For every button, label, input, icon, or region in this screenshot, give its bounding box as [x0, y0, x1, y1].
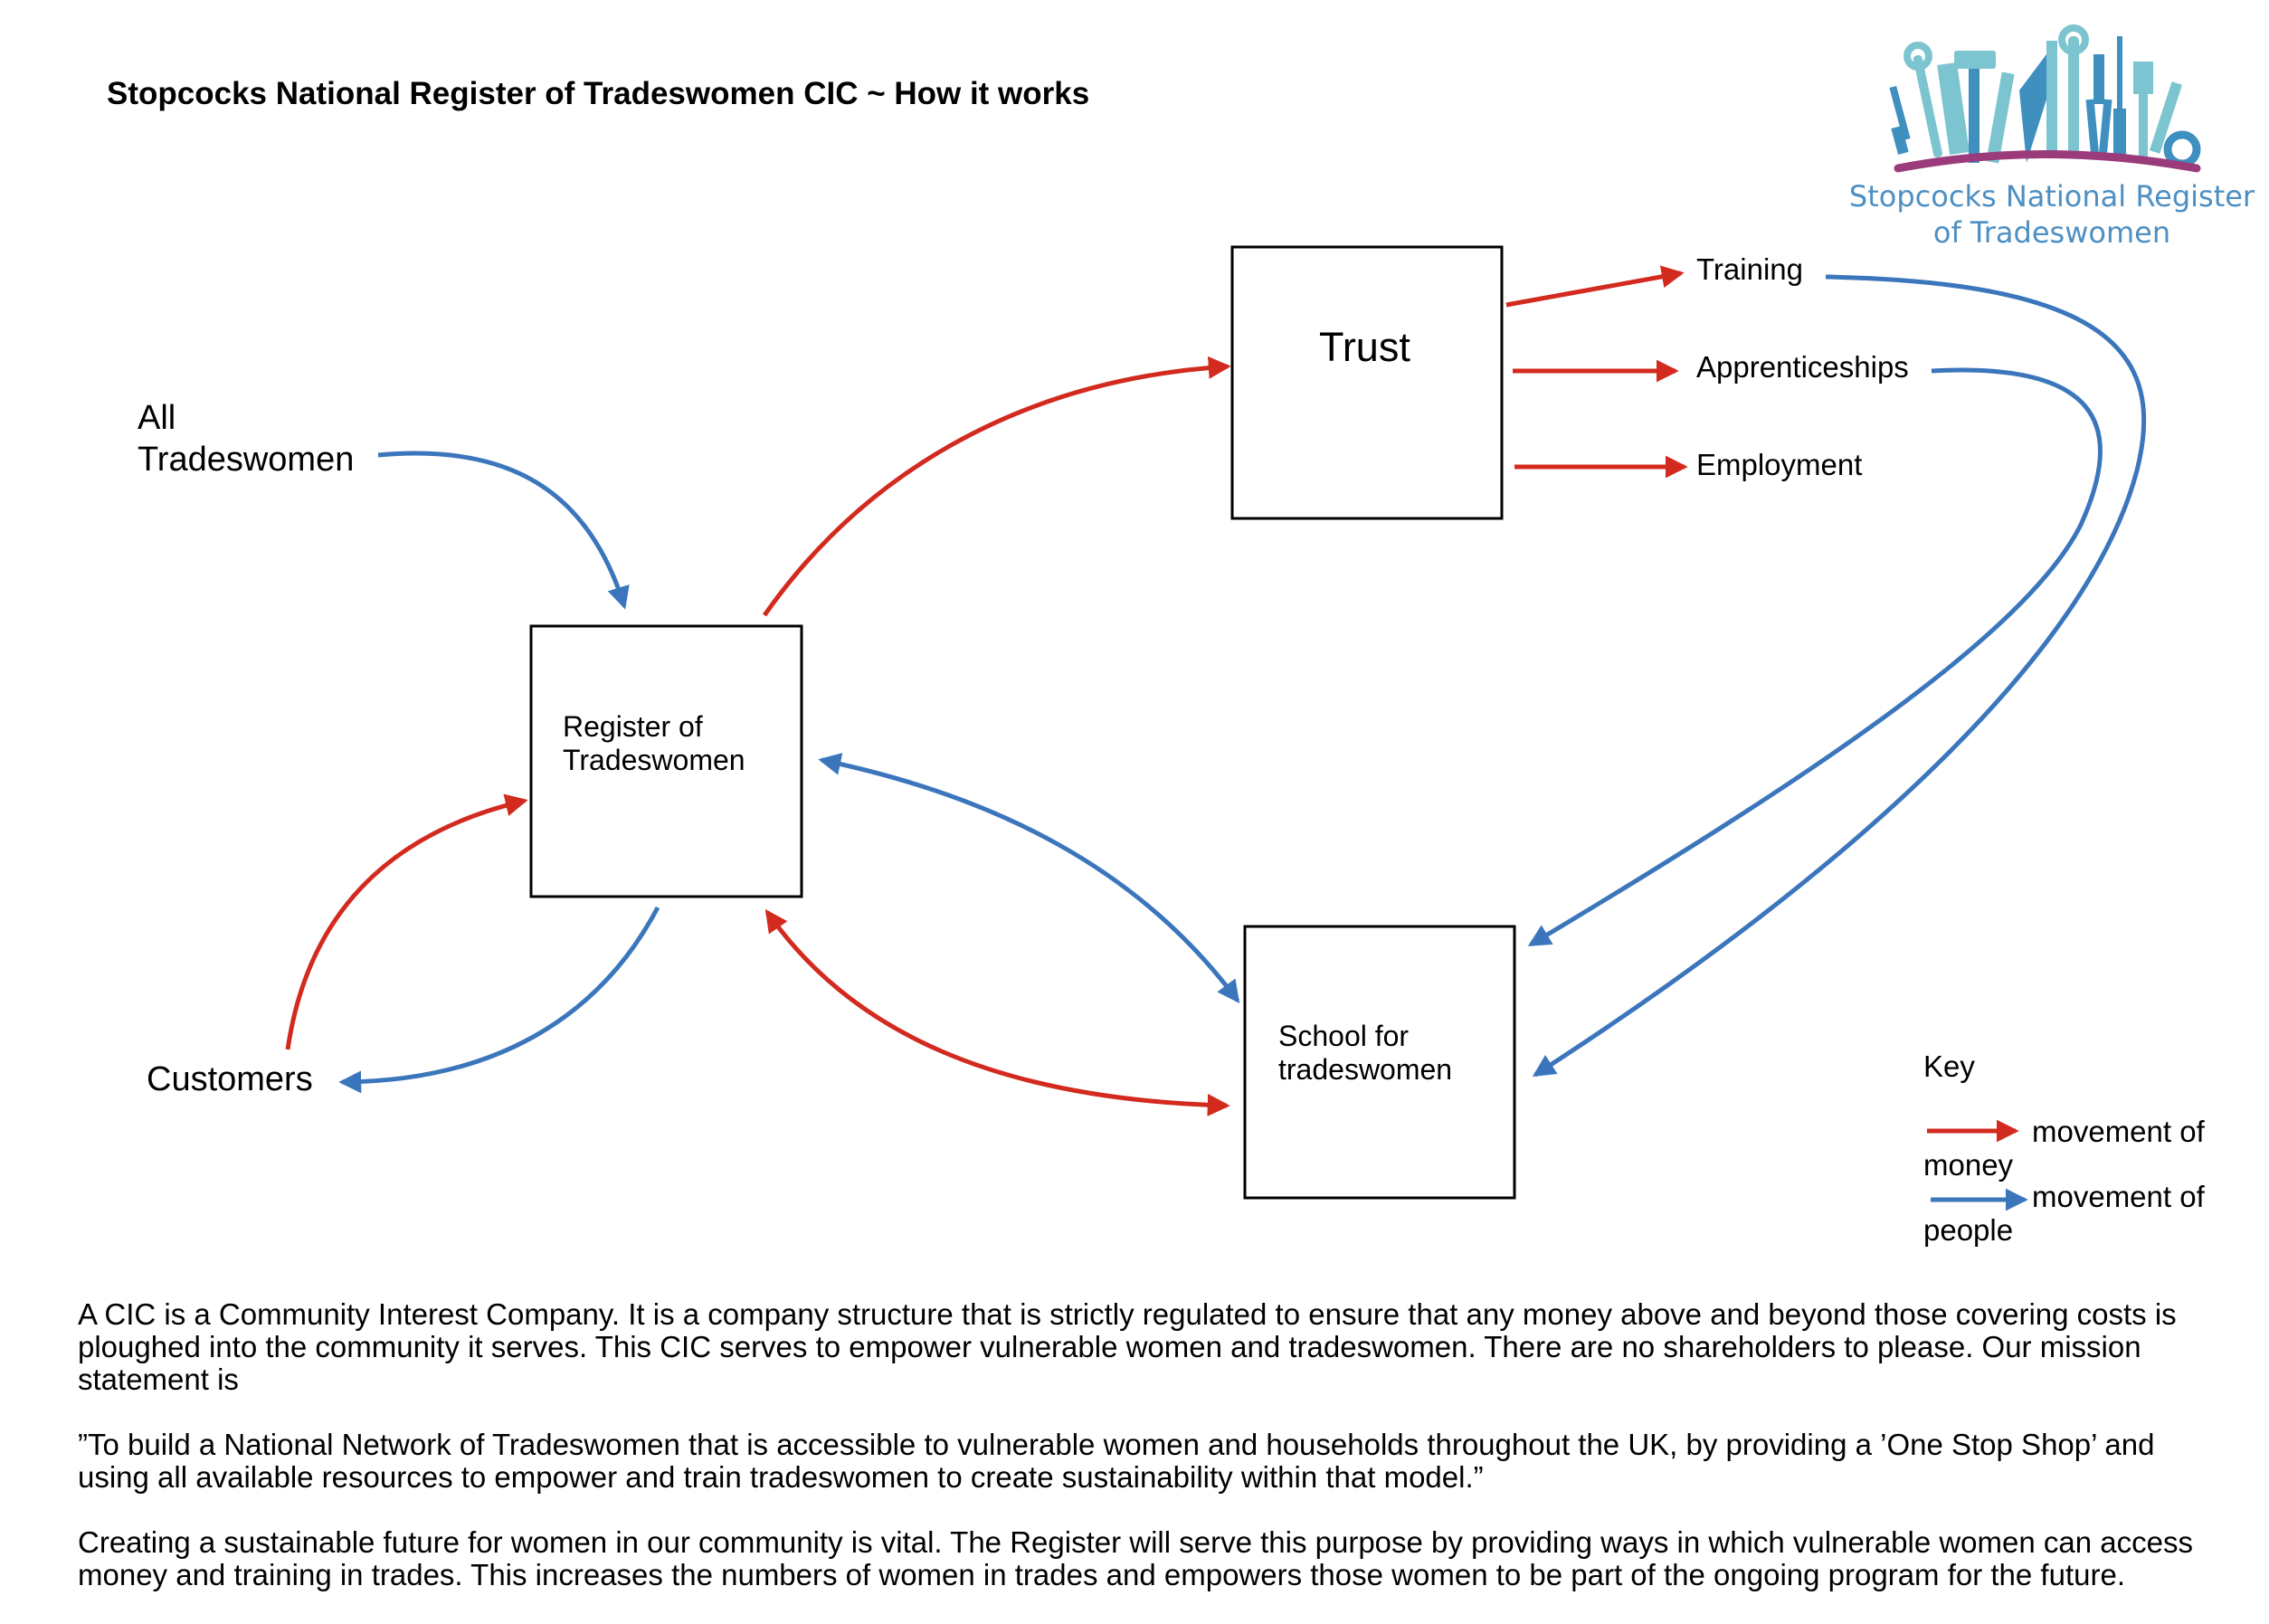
arrow-all-to-register [377, 451, 630, 610]
legend-people-text-a: movement of [2032, 1180, 2206, 1213]
cic-description: A CIC is a Community Interest Company. I… [78, 1298, 2222, 1624]
training-label: Training [1696, 252, 1803, 286]
legend-people-text-b: people [1923, 1213, 2013, 1247]
logo-line1: Stopcocks National Register [1849, 179, 2255, 214]
legend: Key movement of money movement of people [1923, 1049, 2206, 1247]
arrow-training-to-school [1532, 274, 2147, 1078]
description-paragraph-2: Creating a sustainable future for women … [78, 1525, 2193, 1591]
logo-line2: of Tradeswomen [1933, 215, 2170, 250]
arrow-register-to-customers [338, 906, 660, 1094]
arrow-customers-to-register [285, 793, 528, 1050]
logo-arc [1894, 150, 2201, 173]
tools-icon [1889, 24, 2201, 168]
apprenticeships-label: Apprenticeships [1696, 350, 1909, 384]
legend-money-text-a: movement of [2032, 1115, 2206, 1148]
mission-statement: ”To build a National Network of Tradeswo… [78, 1428, 2155, 1494]
arrow-register-school-people [818, 753, 1240, 1004]
all-tradeswomen-line1: All [138, 399, 176, 437]
arrow-register-school-money [764, 908, 1230, 1116]
legend-money-text-b: money [1923, 1148, 2014, 1182]
customers-label: Customers [147, 1060, 313, 1098]
register-label-line2: Tradeswomen [563, 744, 745, 776]
trade-tools-logo: Stopcocks National Register of Tradeswom… [1849, 24, 2255, 250]
arrow-apprenticeships-to-school [1527, 367, 2103, 947]
legend-title: Key [1923, 1049, 1975, 1083]
page-title: Stopcocks National Register of Tradeswom… [107, 76, 1089, 111]
register-label-line1: Register of [563, 710, 703, 743]
trust-label: Trust [1319, 324, 1410, 370]
school-box [1243, 925, 1516, 1200]
register-box [529, 624, 803, 898]
school-label-line1: School for [1278, 1020, 1409, 1052]
employment-label: Employment [1696, 448, 1862, 481]
description-paragraph-1: A CIC is a Community Interest Company. I… [78, 1297, 2177, 1396]
arrow-trust-to-training [1505, 265, 1685, 308]
trust-box [1230, 245, 1504, 520]
all-tradeswomen-line2: Tradeswomen [138, 441, 354, 479]
arrow-register-to-trust [762, 356, 1231, 617]
school-label-line2: tradeswomen [1278, 1053, 1452, 1086]
